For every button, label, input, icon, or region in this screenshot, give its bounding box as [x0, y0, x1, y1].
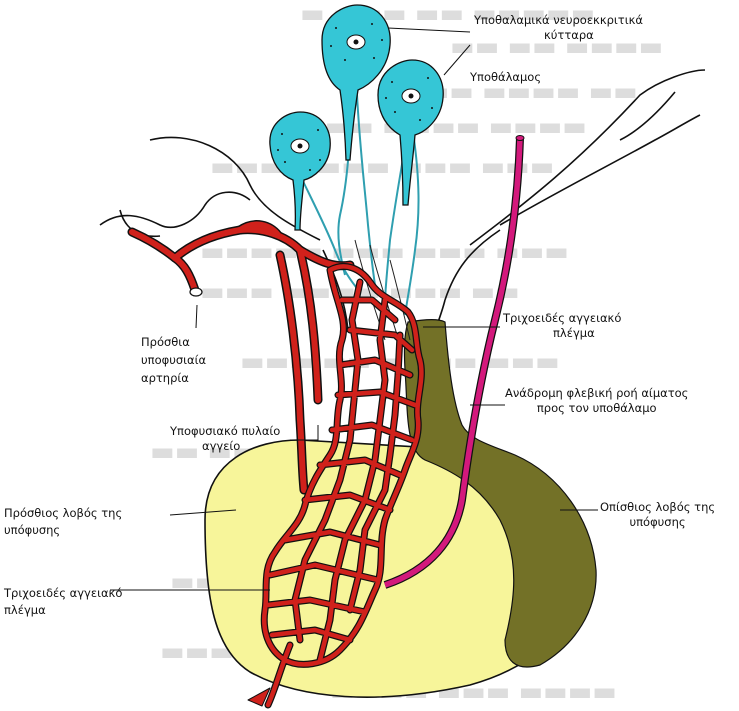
label-line: Ανάδρομη φλεβική ροή αίματος — [505, 386, 688, 401]
label-line: Τριχοειδές αγγειακό — [503, 311, 621, 326]
label-neurosecretory-cells: Υποθαλαμικά νευροεκκριτικά κύτταρα — [474, 13, 643, 43]
label-line: Πρόσθια — [141, 333, 206, 351]
label-line: υπόφυσης — [600, 515, 715, 530]
label-portal-vessel: Υποφυσιακό πυλαίο αγγείο — [170, 424, 280, 454]
label-line: αγγείο — [170, 439, 280, 454]
label-line: Υποφυσιακό πυλαίο — [170, 424, 280, 439]
label-line: Τριχοειδές αγγειακό — [4, 585, 122, 602]
label-capillary-plexus-bottom: Τριχοειδές αγγειακό πλέγμα — [4, 585, 122, 619]
label-line: Οπίσθιος λοβός της — [600, 500, 715, 515]
label-line: προς τον υποθάλαμο — [505, 401, 688, 416]
label-venous-return: Ανάδρομη φλεβική ροή αίματος προς τον υπ… — [505, 386, 688, 416]
label-line: πλέγμα — [4, 602, 122, 619]
label-line: υπόφυσης — [4, 522, 122, 539]
label-anterior-lobe: Πρόσθιος λοβός της υπόφυσης — [4, 505, 122, 539]
label-capillary-plexus-top: Τριχοειδές αγγειακό πλέγμα — [503, 311, 621, 341]
label-line: Υποθαλαμικά νευροεκκριτικά — [474, 13, 643, 28]
label-hypothalamus: Υποθάλαμος — [470, 70, 541, 85]
label-line: πλέγμα — [503, 326, 621, 341]
label-line: κύτταρα — [474, 28, 643, 43]
label-line: αρτηρία — [141, 369, 206, 387]
label-line: Πρόσθιος λοβός της — [4, 505, 122, 522]
label-anterior-hypophyseal-artery: Πρόσθια υποφυσιαία αρτηρία — [141, 333, 206, 387]
svg-text:▬▬▬▬ ▬▬▬ ▬▬▬ ▬▬▬: ▬▬▬▬ ▬▬▬ ▬▬▬ ▬▬▬ — [210, 152, 554, 182]
label-line: υποφυσιαία — [141, 351, 206, 369]
label-posterior-lobe: Οπίσθιος λοβός της υπόφυσης — [600, 500, 715, 530]
